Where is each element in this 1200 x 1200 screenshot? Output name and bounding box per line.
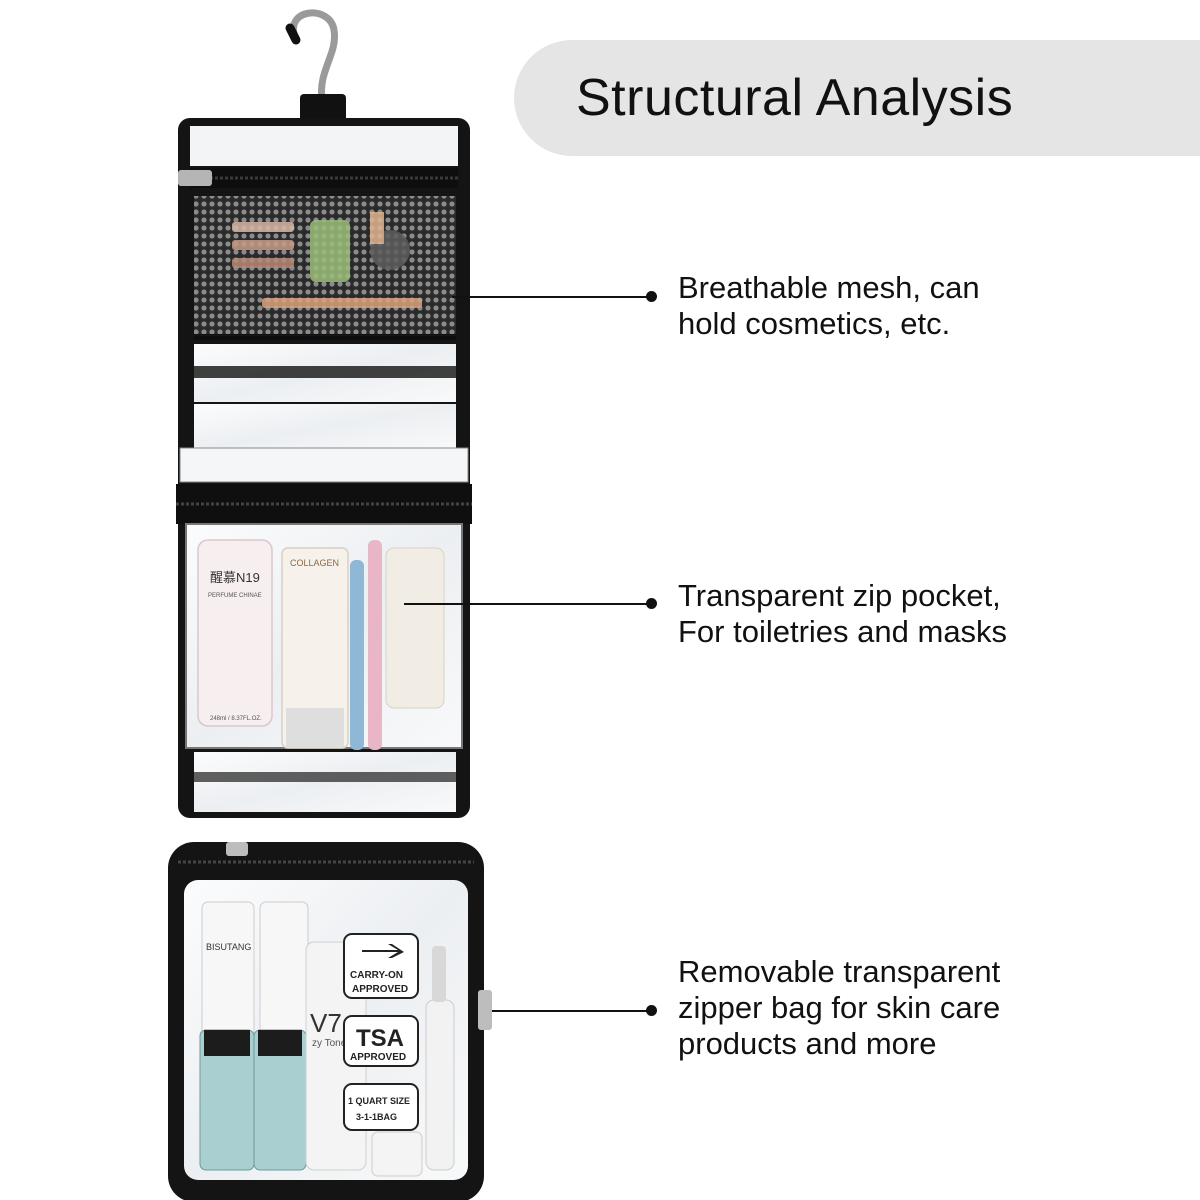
callout-line: For toiletries and masks bbox=[678, 614, 1008, 649]
callout-line: products and more bbox=[678, 1026, 937, 1061]
title-banner: Structural Analysis bbox=[514, 40, 1200, 156]
bottle-brand-label: 醒慕N19 bbox=[210, 570, 260, 585]
top-panel: 醒慕N19 PERFUME CHINAE 248ml / 8.37FL.OZ. … bbox=[176, 118, 472, 818]
svg-text:1 QUART SIZE: 1 QUART SIZE bbox=[348, 1096, 410, 1106]
leader-line-removable-bag bbox=[492, 1010, 652, 1012]
hanging-toiletry-bag-image: 醒慕N19 PERFUME CHINAE 248ml / 8.37FL.OZ. … bbox=[168, 9, 492, 1200]
callout-line: hold cosmetics, etc. bbox=[678, 306, 951, 341]
callout-line: zipper bag for skin care bbox=[678, 990, 1001, 1025]
page-title: Structural Analysis bbox=[576, 69, 1014, 127]
svg-text:CARRY-ON: CARRY-ON bbox=[350, 970, 403, 981]
svg-text:APPROVED: APPROVED bbox=[350, 1052, 406, 1063]
leader-dot-mesh bbox=[646, 291, 657, 302]
callout-zip-pocket: Transparent zip pocket, For toiletries a… bbox=[678, 578, 1007, 650]
toner-title-label: V7 bbox=[310, 1008, 342, 1038]
lotion-bottle bbox=[197, 539, 273, 727]
callout-line: Transparent zip pocket, bbox=[678, 578, 1001, 613]
toner-sub-label: zy Toner bbox=[312, 1038, 350, 1049]
callout-removable-bag: Removable transparent zipper bag for ski… bbox=[678, 954, 1000, 1062]
side-zipper-pull-icon bbox=[478, 990, 492, 1030]
bottle-volume-label: 248ml / 8.37FL.OZ. bbox=[210, 716, 262, 722]
removable-zipper-bag: BISUTANG V7 zy Toner CARRY-ON APPROVED T… bbox=[168, 842, 492, 1200]
hanger-hook bbox=[285, 9, 346, 124]
tube-brand-label: COLLAGEN bbox=[290, 558, 339, 568]
callout-line: Breathable mesh, can bbox=[678, 270, 980, 305]
callout-line: Removable transparent bbox=[678, 954, 1001, 989]
leader-dot-removable-bag bbox=[646, 1005, 657, 1016]
svg-text:TSA: TSA bbox=[356, 1025, 404, 1052]
svg-text:3-1-1BAG: 3-1-1BAG bbox=[356, 1112, 397, 1122]
zipper-pull-icon bbox=[226, 842, 248, 856]
carry-on-badge: CARRY-ON APPROVED bbox=[343, 933, 419, 999]
quart-size-badge: 1 QUART SIZE 3-1-1BAG bbox=[343, 1083, 419, 1131]
leader-line-zip-pocket bbox=[404, 603, 652, 605]
leader-line-mesh bbox=[452, 296, 652, 298]
leader-dot-zip-pocket bbox=[646, 598, 657, 609]
small-bottle-label: BISUTANG bbox=[206, 942, 251, 952]
bottle-sub-label: PERFUME CHINAE bbox=[208, 593, 262, 599]
zipper-pull-icon bbox=[178, 170, 212, 186]
svg-text:APPROVED: APPROVED bbox=[352, 984, 408, 995]
tsa-badge: TSA APPROVED bbox=[343, 1015, 419, 1067]
callout-mesh: Breathable mesh, can hold cosmetics, etc… bbox=[678, 270, 980, 342]
